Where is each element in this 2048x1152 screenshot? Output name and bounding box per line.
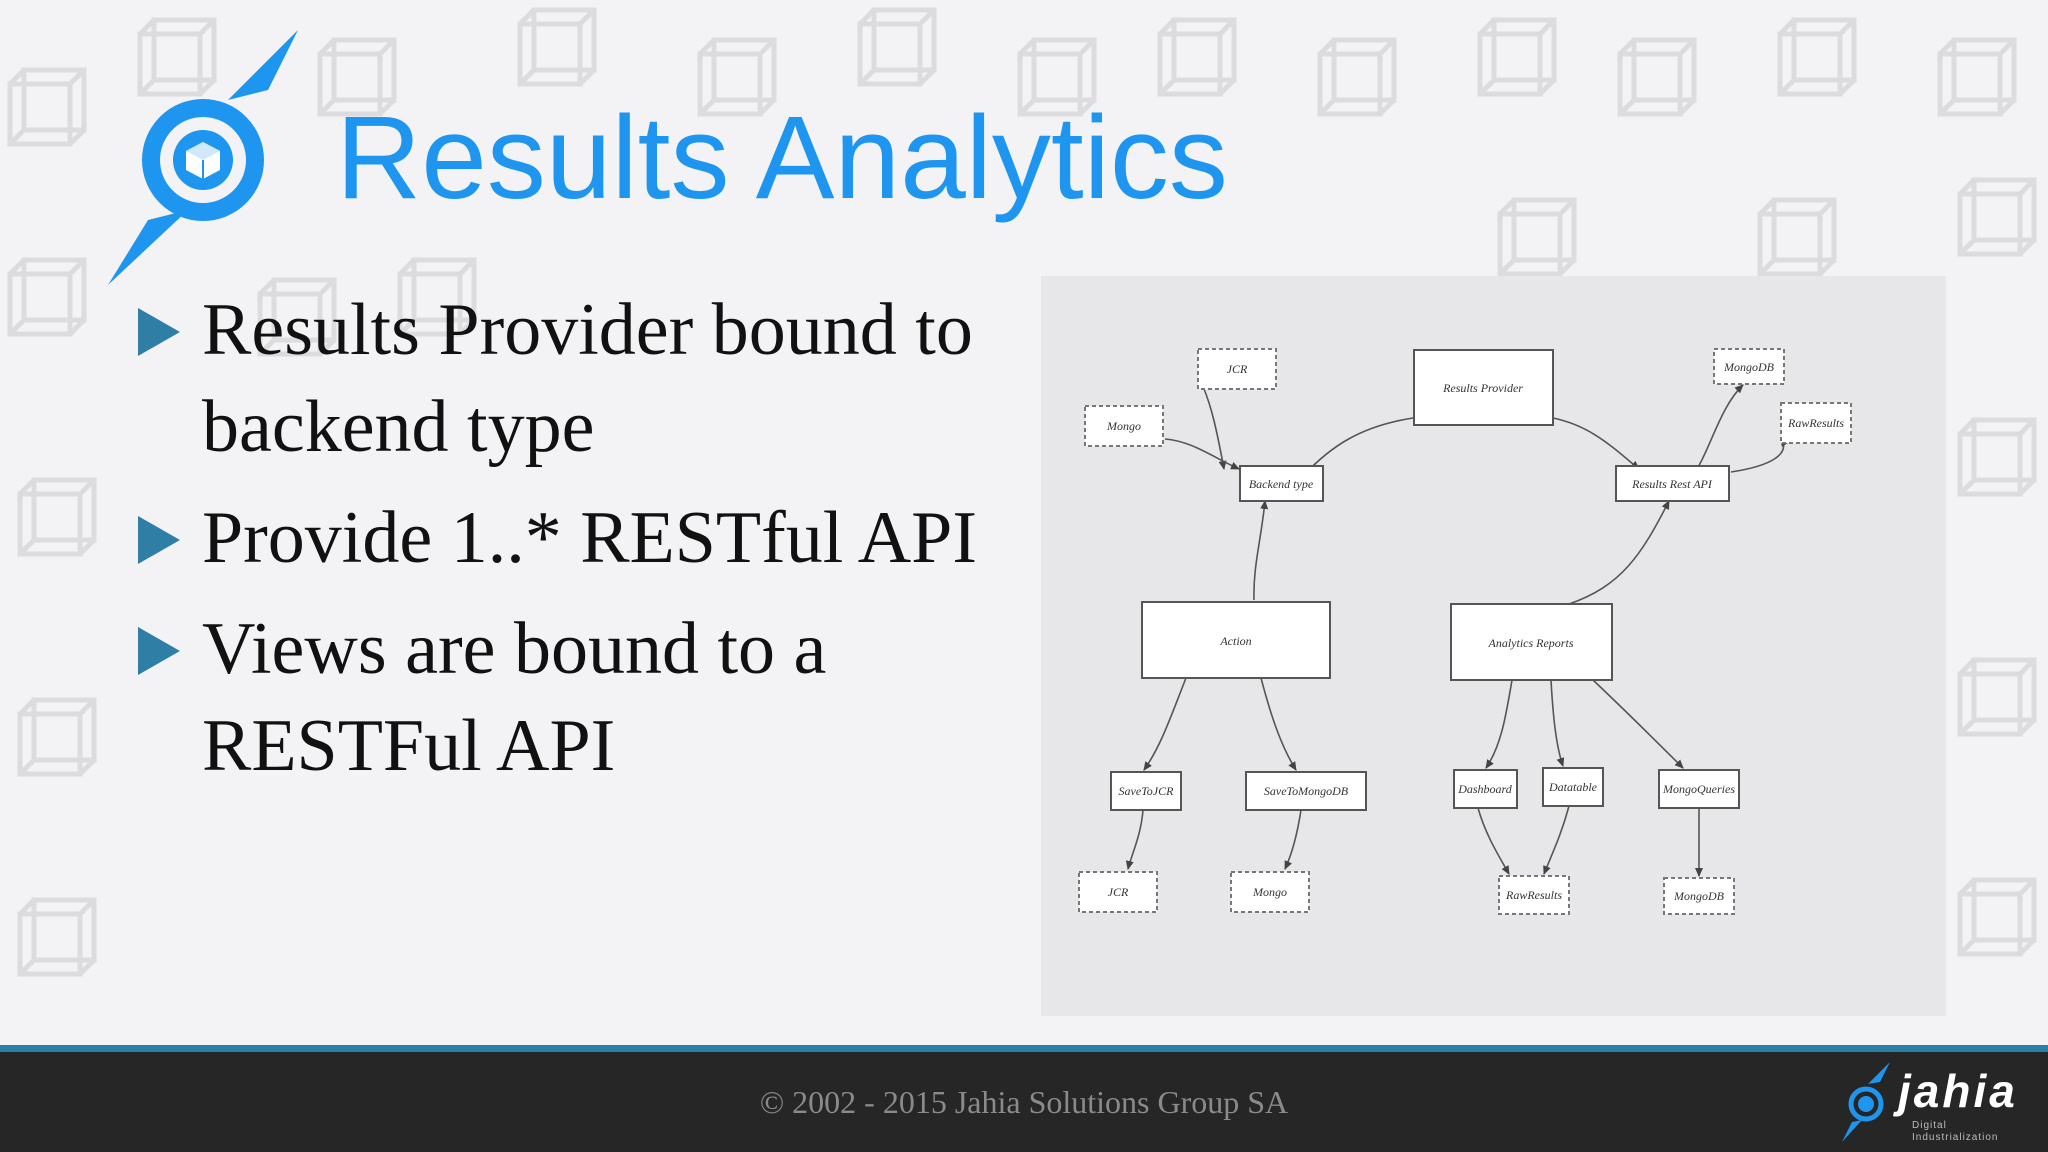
bullet-list: Results Provider bound to backend type P…	[138, 282, 1018, 809]
svg-text:Dashboard: Dashboard	[1457, 782, 1513, 796]
edge-savetojcr-jcr	[1125, 809, 1144, 870]
node-backend-type: Backend type	[1239, 465, 1324, 502]
edge-mongo-backend	[1164, 438, 1240, 470]
svg-text:Mongo: Mongo	[1106, 419, 1141, 433]
jahia-logo-icon	[1842, 1062, 1890, 1142]
node-results-rest-api: Results Rest API	[1615, 465, 1730, 502]
brand-logo-icon	[108, 30, 298, 285]
logo-tagline: Digital Industrialization	[1912, 1120, 1999, 1143]
edge-provider-restapi	[1552, 417, 1640, 470]
svg-text:Datatable: Datatable	[1548, 780, 1598, 794]
node-mongo-left: Mongo	[1084, 405, 1164, 447]
svg-text:Results Rest API: Results Rest API	[1631, 477, 1713, 491]
edge-savetomongodb-mongo	[1284, 809, 1302, 870]
node-analytics-reports: Analytics Reports	[1450, 603, 1613, 681]
svg-text:JCR: JCR	[1108, 885, 1129, 899]
svg-text:Backend type: Backend type	[1249, 477, 1314, 491]
node-rawresults-top: RawResults	[1780, 402, 1852, 444]
node-rawresults-bottom: RawResults	[1498, 875, 1570, 915]
svg-text:MongoDB: MongoDB	[1673, 889, 1725, 903]
bullet-triangle-icon	[138, 308, 180, 356]
svg-text:RawResults: RawResults	[1505, 888, 1562, 902]
node-savetomongodb: SaveToMongoDB	[1245, 771, 1367, 811]
edge-jcr-backend	[1203, 388, 1227, 470]
bullet-triangle-icon	[138, 627, 180, 675]
node-action: Action	[1141, 601, 1331, 679]
edge-reports-restapi	[1568, 500, 1670, 605]
footer-bar: © 2002 - 2015 Jahia Solutions Group SA j…	[0, 1052, 2048, 1152]
edge-action-savetomongodb	[1260, 677, 1297, 771]
architecture-diagram: JCR Mongo Results Provider MongoDB RawRe…	[1041, 276, 1946, 1016]
bullet-triangle-icon	[138, 516, 180, 564]
edge-datatable-rawresults	[1543, 805, 1570, 875]
edge-dashboard-rawresults	[1477, 807, 1510, 875]
copyright-text: © 2002 - 2015 Jahia Solutions Group SA	[759, 1084, 1289, 1120]
edge-reports-mongoqueries	[1592, 679, 1684, 769]
diagram-canvas: JCR Mongo Results Provider MongoDB RawRe…	[1078, 348, 1852, 915]
edge-reports-dashboard	[1485, 679, 1513, 769]
svg-text:MongoDB: MongoDB	[1723, 360, 1775, 374]
node-mongodb-bottom: MongoDB	[1663, 877, 1735, 915]
bullet-item: Results Provider bound to backend type	[138, 282, 1018, 476]
slide-title: Results Analytics	[336, 92, 1228, 224]
svg-text:RawResults: RawResults	[1787, 416, 1844, 430]
node-mongodb-top: MongoDB	[1713, 348, 1785, 385]
edge-action-savetojcr	[1143, 677, 1187, 771]
node-jcr-bottom: JCR	[1078, 871, 1158, 913]
svg-text:SaveToMongoDB: SaveToMongoDB	[1264, 784, 1349, 798]
edge-restapi-mongodb	[1696, 384, 1744, 470]
node-mongoqueries: MongoQueries	[1658, 769, 1740, 809]
logo-wordmark: jahia	[1898, 1065, 2018, 1117]
node-datatable: Datatable	[1542, 767, 1604, 807]
edge-restapi-rawresults	[1730, 437, 1789, 473]
svg-text:MongoQueries: MongoQueries	[1662, 782, 1735, 796]
node-savetojcr: SaveToJCR	[1110, 771, 1182, 811]
node-jcr-top: JCR	[1197, 348, 1277, 390]
jahia-logo: jahia Digital Industrialization	[1838, 1060, 2028, 1144]
node-dashboard: Dashboard	[1453, 769, 1518, 809]
footer-accent-line	[0, 1045, 2048, 1052]
edge-reports-datatable	[1550, 679, 1565, 767]
svg-text:Analytics Reports: Analytics Reports	[1488, 636, 1574, 650]
svg-text:SaveToJCR: SaveToJCR	[1119, 784, 1175, 798]
node-mongo-bottom: Mongo	[1230, 871, 1310, 913]
svg-text:JCR: JCR	[1227, 362, 1248, 376]
svg-text:Mongo: Mongo	[1252, 885, 1287, 899]
node-results-provider: Results Provider	[1413, 349, 1554, 426]
bullet-text: Results Provider bound to backend type	[202, 289, 973, 468]
edge-action-backend	[1253, 500, 1269, 601]
svg-text:Action: Action	[1219, 634, 1251, 648]
bullet-item: Views are bound to a RESTFul API	[138, 601, 1018, 795]
bullet-text: Provide 1..* RESTful API	[202, 497, 977, 579]
bullet-item: Provide 1..* RESTful API	[138, 490, 1018, 587]
bullet-text: Views are bound to a RESTFul API	[202, 608, 827, 787]
svg-text:Results Provider: Results Provider	[1442, 381, 1523, 395]
